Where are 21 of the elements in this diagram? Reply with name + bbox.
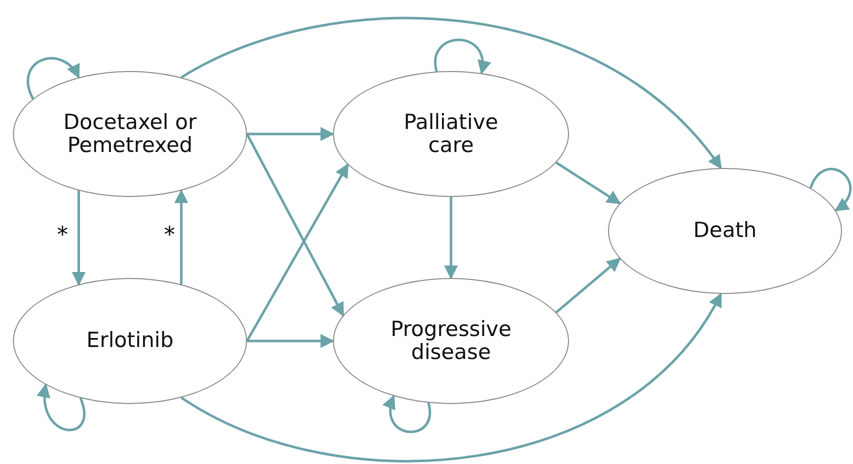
state-label: Docetaxel or Pemetrexed	[62, 110, 198, 158]
arrow	[72, 190, 86, 286]
arrow	[180, 292, 722, 462]
self-loop-arrow	[38, 383, 86, 432]
arrow	[444, 197, 458, 280]
self-loop-arrow	[26, 57, 80, 100]
arrow	[174, 189, 188, 284]
arrow	[180, 16, 722, 170]
state-label: Progressive disease	[390, 318, 512, 364]
self-loop-arrow	[809, 168, 852, 212]
arrow	[246, 163, 349, 342]
arrow	[555, 162, 622, 204]
arrow	[555, 258, 621, 314]
state-label: Death	[693, 219, 757, 243]
arrow	[247, 127, 334, 141]
state-label: Erlotinib	[86, 329, 174, 353]
state-label: Palliative care	[402, 110, 500, 158]
self-loop-arrow	[434, 38, 490, 75]
arrow	[247, 334, 334, 348]
self-loop-arrow	[383, 394, 431, 433]
arrow	[246, 133, 344, 317]
